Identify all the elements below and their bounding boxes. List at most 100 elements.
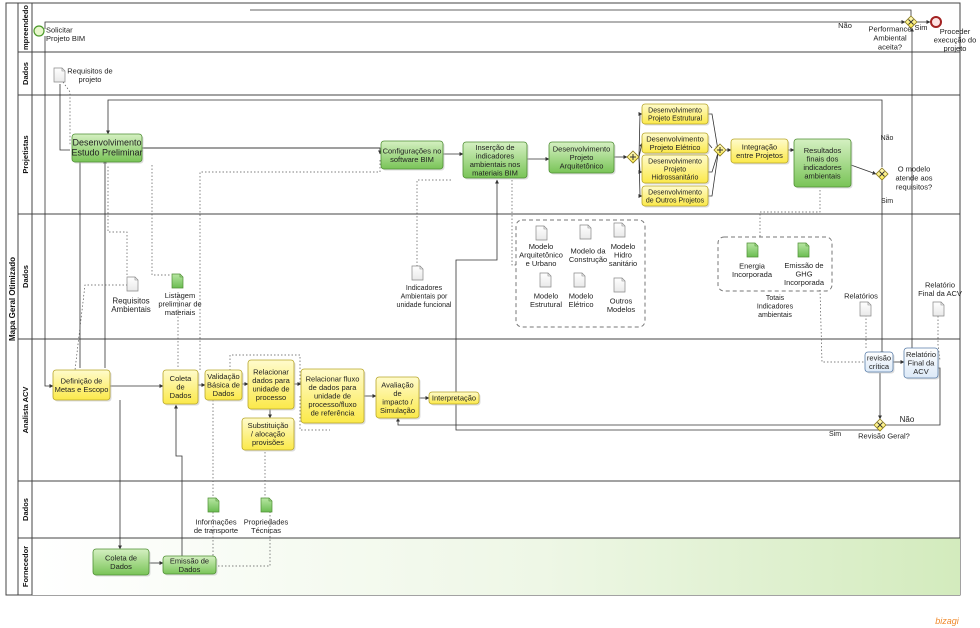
task-interpretacao-label-line: Interpretação [432,394,476,403]
data-object-listagem-icon[interactable] [171,273,184,289]
task-revisao-critica[interactable] [864,351,894,373]
lane-label-d1: Dados [21,62,30,85]
task-emissao[interactable] [162,555,217,575]
lane-label-d3: Dados [21,498,30,521]
task-validacao-label-line: Básica de [207,381,240,390]
task-config[interactable] [380,140,444,170]
task-validacao-label-line: Dados [213,389,235,398]
data-object-propriedades-fold [268,498,272,502]
task-metas[interactable] [52,369,111,401]
data-object-m-eletrico-fold [581,273,585,277]
task-insercao-label-line: ambientais nos [470,160,521,169]
task-coleta-forn[interactable] [92,548,150,576]
gateway-revisao-label: Revisão Geral? [858,432,910,441]
data-object-ghg-label-line: Emissão de [784,261,823,270]
task-integracao[interactable] [730,138,789,164]
data-object-relatorios-fold [867,302,871,306]
data-object-m-constr-icon[interactable] [579,224,592,240]
task-coleta[interactable] [162,369,199,405]
lane-label-acv: Analista ACV [21,387,30,434]
data-object-relatorios-icon[interactable] [859,301,872,317]
data-object-requisitos-projeto-label-line: projeto [79,75,102,84]
data-object-relatorios-label-line: Relatórios [844,292,878,301]
task-validacao[interactable] [204,369,243,401]
data-object-info-transporte-icon[interactable] [207,497,220,513]
data-object-requisitos-projeto-icon[interactable] [53,67,66,83]
task-arq[interactable] [548,141,615,174]
data-object-relatorio-acv-icon[interactable] [932,301,945,317]
data-object-m-arq-label-line: Modelo [529,242,554,251]
data-object-requisitos-amb-icon[interactable] [126,276,139,292]
task-estudo[interactable] [71,133,143,163]
task-relacionar[interactable] [247,359,295,410]
start-event[interactable] [33,25,45,37]
task-outros[interactable] [641,185,709,207]
task-resultados[interactable] [793,138,852,188]
task-resultados-label-line: ambientais [804,171,841,180]
data-object-requisitos-amb-label-line: Requisitos [112,296,149,305]
data-object-propriedades-icon[interactable] [260,497,273,513]
gateway-modelo-label-line: atende aos [895,174,932,183]
data-object-m-hidro-fold [621,223,625,227]
data-object-m-hidro-icon[interactable] [613,222,626,238]
data-object-m-estrutural-icon[interactable] [539,272,552,288]
data-object-info-transporte-label-line: de transporte [194,526,238,535]
data-object-totais-label-line: Totais [766,295,785,302]
data-object-propriedades-label-line: Propriedades [244,517,289,526]
data-object-m-outros-icon[interactable] [613,277,626,293]
task-eletrico[interactable] [641,132,709,154]
data-object-indicadores-unidade-fold [419,266,423,270]
task-insercao-label-line: materiais BIM [472,168,518,177]
task-fluxo-label-line: unidade de [314,392,351,401]
data-object-m-arq-label-line: e Urbano [526,259,557,268]
task-integracao-label-line: entre Projetos [736,151,783,160]
associations [62,81,941,567]
data-object-energia-icon[interactable] [746,242,759,258]
data-object-energia-fold [754,243,758,247]
data-object-m-constr-fold [587,225,591,229]
data-object-requisitos-amb-label-line: Ambientais [111,305,151,314]
task-substituicao[interactable] [241,417,295,451]
task-estrutural[interactable] [641,103,709,125]
data-object-m-eletrico-icon[interactable] [573,272,586,288]
data-object-indicadores-unidade-icon[interactable] [411,265,424,281]
data-object-listagem-label-line: materiais [165,308,196,317]
flow-label-nao-revisao: Não [900,415,915,424]
data-object-indicadores-unidade-label-line: Ambientais por [401,294,448,301]
data-object-m-arq-label-line: Arquitetônico [519,251,563,260]
gateway-modelo-label-line: requisitos? [896,183,932,192]
data-object-ghg-icon[interactable] [797,242,810,258]
data-object-m-hidro-label-line: Modelo [611,242,636,251]
end-event-label-line: Proceder [940,27,971,36]
task-insercao[interactable] [462,141,528,179]
task-coleta-forn-label-line: Dados [110,562,132,571]
data-object-m-arq-icon[interactable] [535,225,548,241]
task-resultados-label-line: finais dos [807,154,839,163]
task-fluxo-label-line: de dados para [309,383,358,392]
task-eletrico-label-line: Desenvolvimento [646,134,704,143]
data-object-indicadores-unidade-label-line: Indicadores [406,285,443,292]
end-event[interactable] [930,16,942,28]
task-arq-label-line: Arquitetônico [560,162,604,171]
task-fluxo[interactable] [300,368,365,424]
data-object-requisitos-projeto-fold [61,68,65,72]
sequence-flows [44,9,941,565]
task-hidro-label-line: Hidrossanitário [652,175,699,182]
task-avaliacao[interactable] [375,376,420,419]
task-interpretacao[interactable] [428,391,480,405]
data-object-listagem-label-line: Listagem [165,291,195,300]
task-hidro[interactable] [641,154,709,184]
task-relatorio-final[interactable] [903,347,939,379]
flow-label-sim-revisao: Sim [829,431,841,438]
task-relacionar-label-line: Relacionar [253,367,289,376]
task-coleta-label-line: Coleta [170,374,193,383]
